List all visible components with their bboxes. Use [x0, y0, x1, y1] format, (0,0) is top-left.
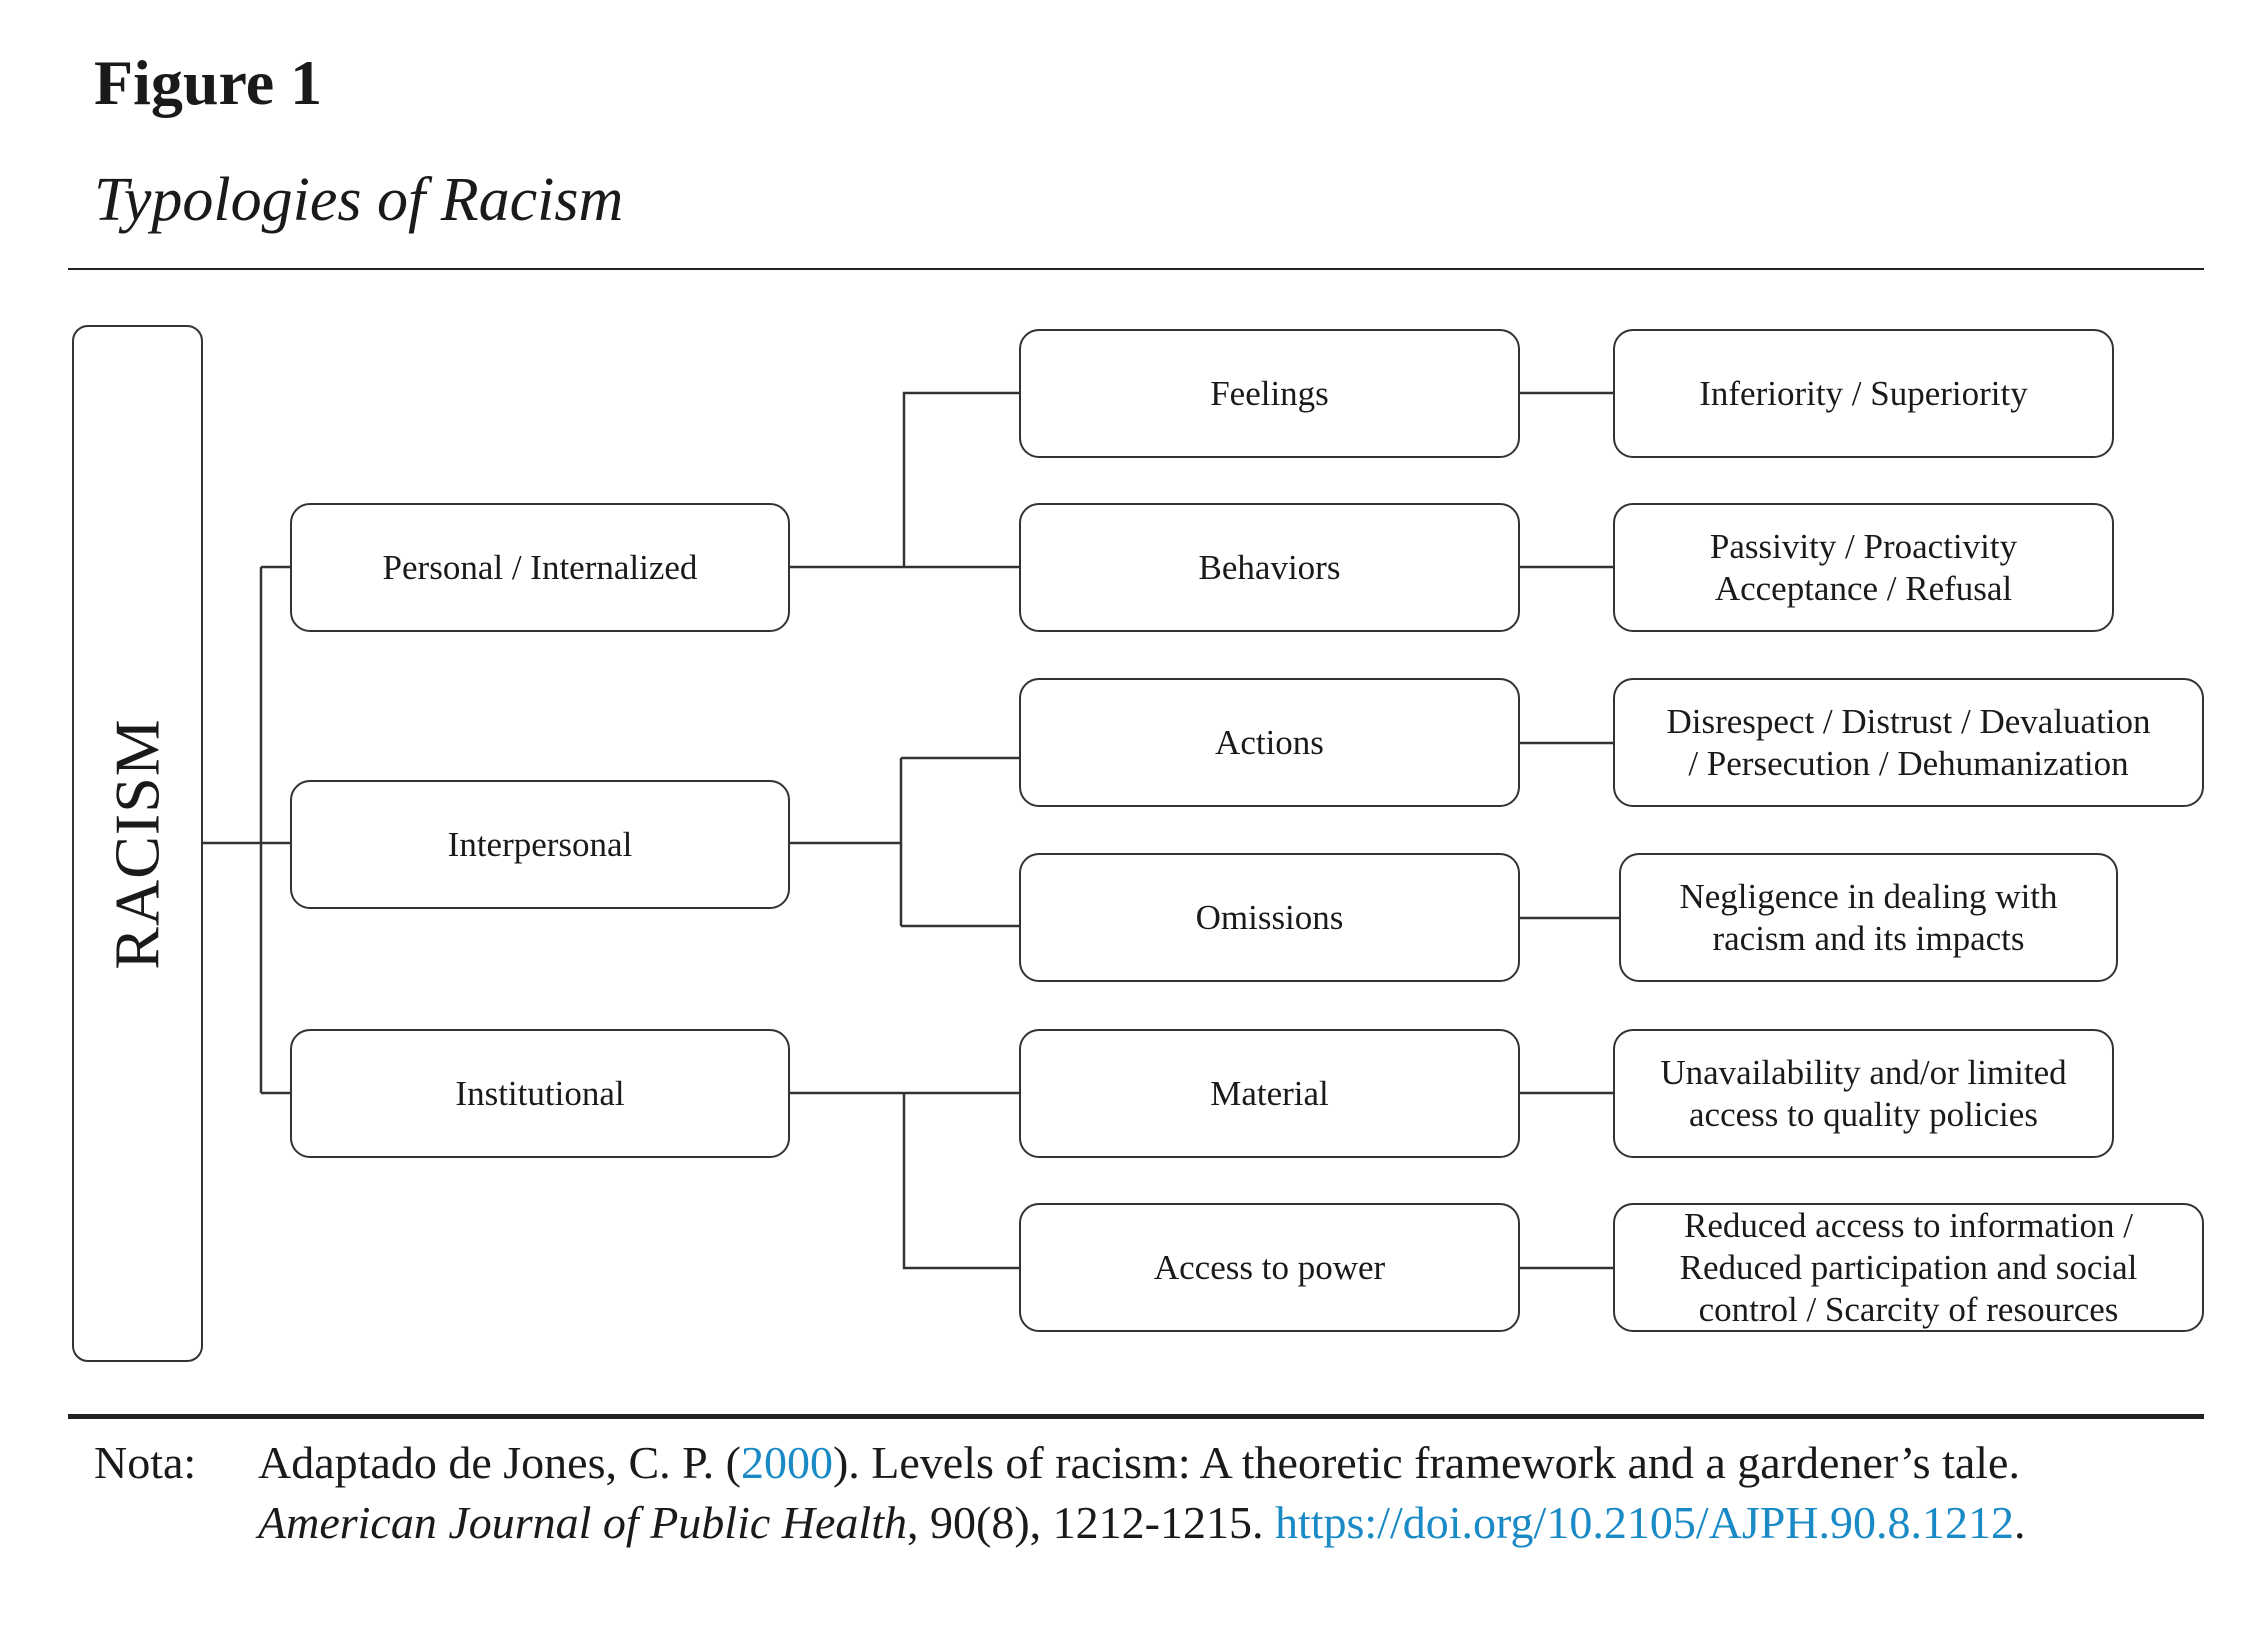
category-box: Omissions [1019, 853, 1520, 982]
detail-text: Inferiority / Superiority [1699, 373, 2028, 415]
note-text: Adaptado de Jones, C. P. (2000). Levels … [258, 1433, 2178, 1553]
connector-details [1520, 391, 1619, 1270]
figure-title: Typologies of Racism [94, 166, 624, 234]
level-box: Personal / Internalized [290, 503, 790, 632]
journal-name: American Journal of Public Health [258, 1497, 907, 1548]
category-box: Material [1019, 1029, 1520, 1158]
doi-link[interactable]: https://doi.org/10.2105/AJPH.90.8.1212 [1274, 1497, 2015, 1548]
detail-box: Disrespect / Distrust / Devaluation/ Per… [1613, 678, 2204, 807]
detail-line: access to quality policies [1689, 1094, 2038, 1134]
connector-institutional [790, 1091, 1019, 1270]
year-link[interactable]: 2000 [740, 1437, 833, 1488]
level-box: Interpersonal [290, 780, 790, 909]
detail-line: Passivity / Proactivity [1709, 526, 2018, 566]
racism-root-box: RACISM [72, 325, 203, 1362]
note-mid: ). Levels of racism: A theoretic framewo… [832, 1437, 2020, 1488]
level-box: Institutional [290, 1029, 790, 1158]
level-label: Interpersonal [447, 824, 633, 864]
note-end: . [2014, 1497, 2026, 1548]
connector-interpersonal [790, 756, 1019, 928]
detail-text: Disrespect / Distrust / Devaluation/ Per… [1666, 701, 2150, 785]
category-label: Behaviors [1198, 547, 1341, 587]
detail-box: Reduced access to information /Reduced p… [1613, 1203, 2204, 1332]
category-label: Access to power [1153, 1247, 1386, 1287]
racism-root-label: RACISM [101, 717, 173, 970]
detail-line: Negligence in dealing with [1679, 876, 2058, 916]
detail-line: control / Scarcity of resources [1698, 1289, 2119, 1329]
level-label: Institutional [455, 1073, 625, 1113]
connector-personal [790, 391, 1019, 569]
connector-root [203, 565, 290, 1095]
detail-box: Inferiority / Superiority [1613, 329, 2114, 458]
bottom-rule [68, 1414, 2204, 1419]
note-post: , 90(8), 1212-1215. [907, 1497, 1275, 1548]
top-rule [68, 268, 2204, 270]
note-pre: Adaptado de Jones, C. P. ( [258, 1437, 741, 1488]
category-label: Omissions [1195, 897, 1344, 937]
detail-line: / Persecution / Dehumanization [1688, 743, 2129, 783]
category-box: Behaviors [1019, 503, 1520, 632]
detail-line: Acceptance / Refusal [1714, 568, 2013, 608]
detail-line: Inferiority / Superiority [1699, 373, 2028, 413]
detail-line: Reduced access to information / [1683, 1205, 2133, 1245]
level-label: Personal / Internalized [382, 547, 698, 587]
category-label: Feelings [1210, 373, 1329, 413]
detail-line: Unavailability and/or limited [1660, 1052, 2067, 1092]
category-box: Actions [1019, 678, 1520, 807]
detail-line: racism and its impacts [1712, 918, 2025, 958]
category-box: Access to power [1019, 1203, 1520, 1332]
category-label: Material [1210, 1073, 1329, 1113]
note-label: Nota: [94, 1437, 197, 1488]
detail-line: Reduced participation and social [1679, 1247, 2138, 1287]
detail-text: Reduced access to information /Reduced p… [1680, 1205, 2138, 1331]
detail-line: Disrespect / Distrust / Devaluation [1666, 701, 2151, 741]
figure-label: Figure 1 [94, 47, 323, 118]
category-box: Feelings [1019, 329, 1520, 458]
category-label: Actions [1215, 722, 1324, 762]
